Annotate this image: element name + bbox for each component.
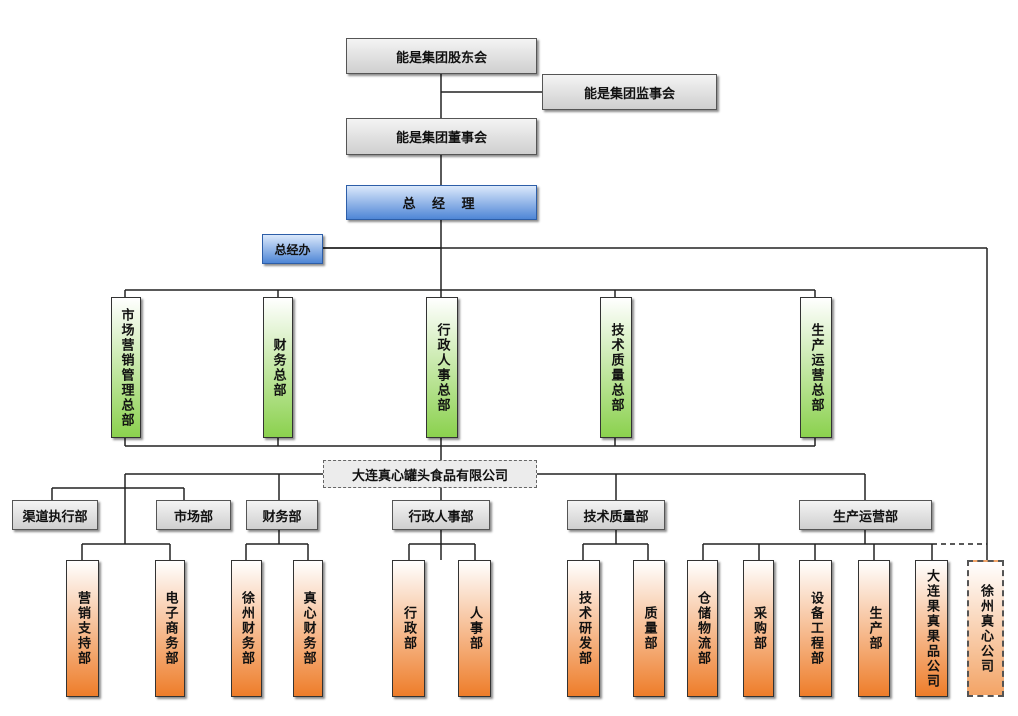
- sub-dept-xuzhou-finance: 徐州财务部: [231, 560, 262, 697]
- sub-dept-quality: 质量部: [633, 560, 665, 697]
- company-dept-production: 生产运营部: [799, 500, 932, 530]
- sub-dept-zhenxin-finance: 真心财务部: [293, 560, 323, 697]
- general-manager-box: 总 经 理: [346, 185, 537, 220]
- hq-dept-admin-hr: 行政人事总部: [426, 297, 458, 438]
- company-dept-tech-quality: 技术质量部: [567, 500, 665, 530]
- gm-office-box: 总经办: [262, 234, 323, 264]
- supervisors-box: 能是集团监事会: [542, 74, 717, 110]
- company-dept-market: 市场部: [156, 500, 231, 530]
- sub-dept-purchasing: 采购部: [743, 560, 774, 697]
- hq-dept-production: 生产运营总部: [800, 297, 832, 438]
- sub-dept-ecommerce: 电子商务部: [155, 560, 185, 697]
- xuzhou-company-box: 徐州真心公司: [967, 560, 1004, 697]
- hq-dept-finance: 财务总部: [263, 297, 293, 438]
- company-box: 大连真心罐头食品有限公司: [323, 460, 537, 488]
- sub-dept-equipment: 设备工程部: [799, 560, 832, 697]
- sub-dept-rnd: 技术研发部: [567, 560, 600, 697]
- board-box: 能是集团董事会: [346, 118, 537, 155]
- sub-dept-production: 生产部: [858, 560, 890, 697]
- hq-dept-marketing: 市场营销管理总部: [111, 297, 141, 438]
- company-dept-finance: 财务部: [246, 500, 318, 530]
- sub-dept-marketing-support: 营销支持部: [66, 560, 99, 697]
- sub-dept-logistics: 仓储物流部: [687, 560, 718, 697]
- sub-dept-dalian-fruit: 大连果真果品公司: [915, 560, 948, 697]
- sub-dept-hr: 人事部: [458, 560, 491, 697]
- company-dept-admin-hr: 行政人事部: [392, 500, 490, 530]
- shareholders-box: 能是集团股东会: [346, 38, 537, 74]
- hq-dept-tech-quality: 技术质量总部: [600, 297, 632, 438]
- sub-dept-admin: 行政部: [392, 560, 425, 697]
- company-dept-channel: 渠道执行部: [12, 500, 98, 530]
